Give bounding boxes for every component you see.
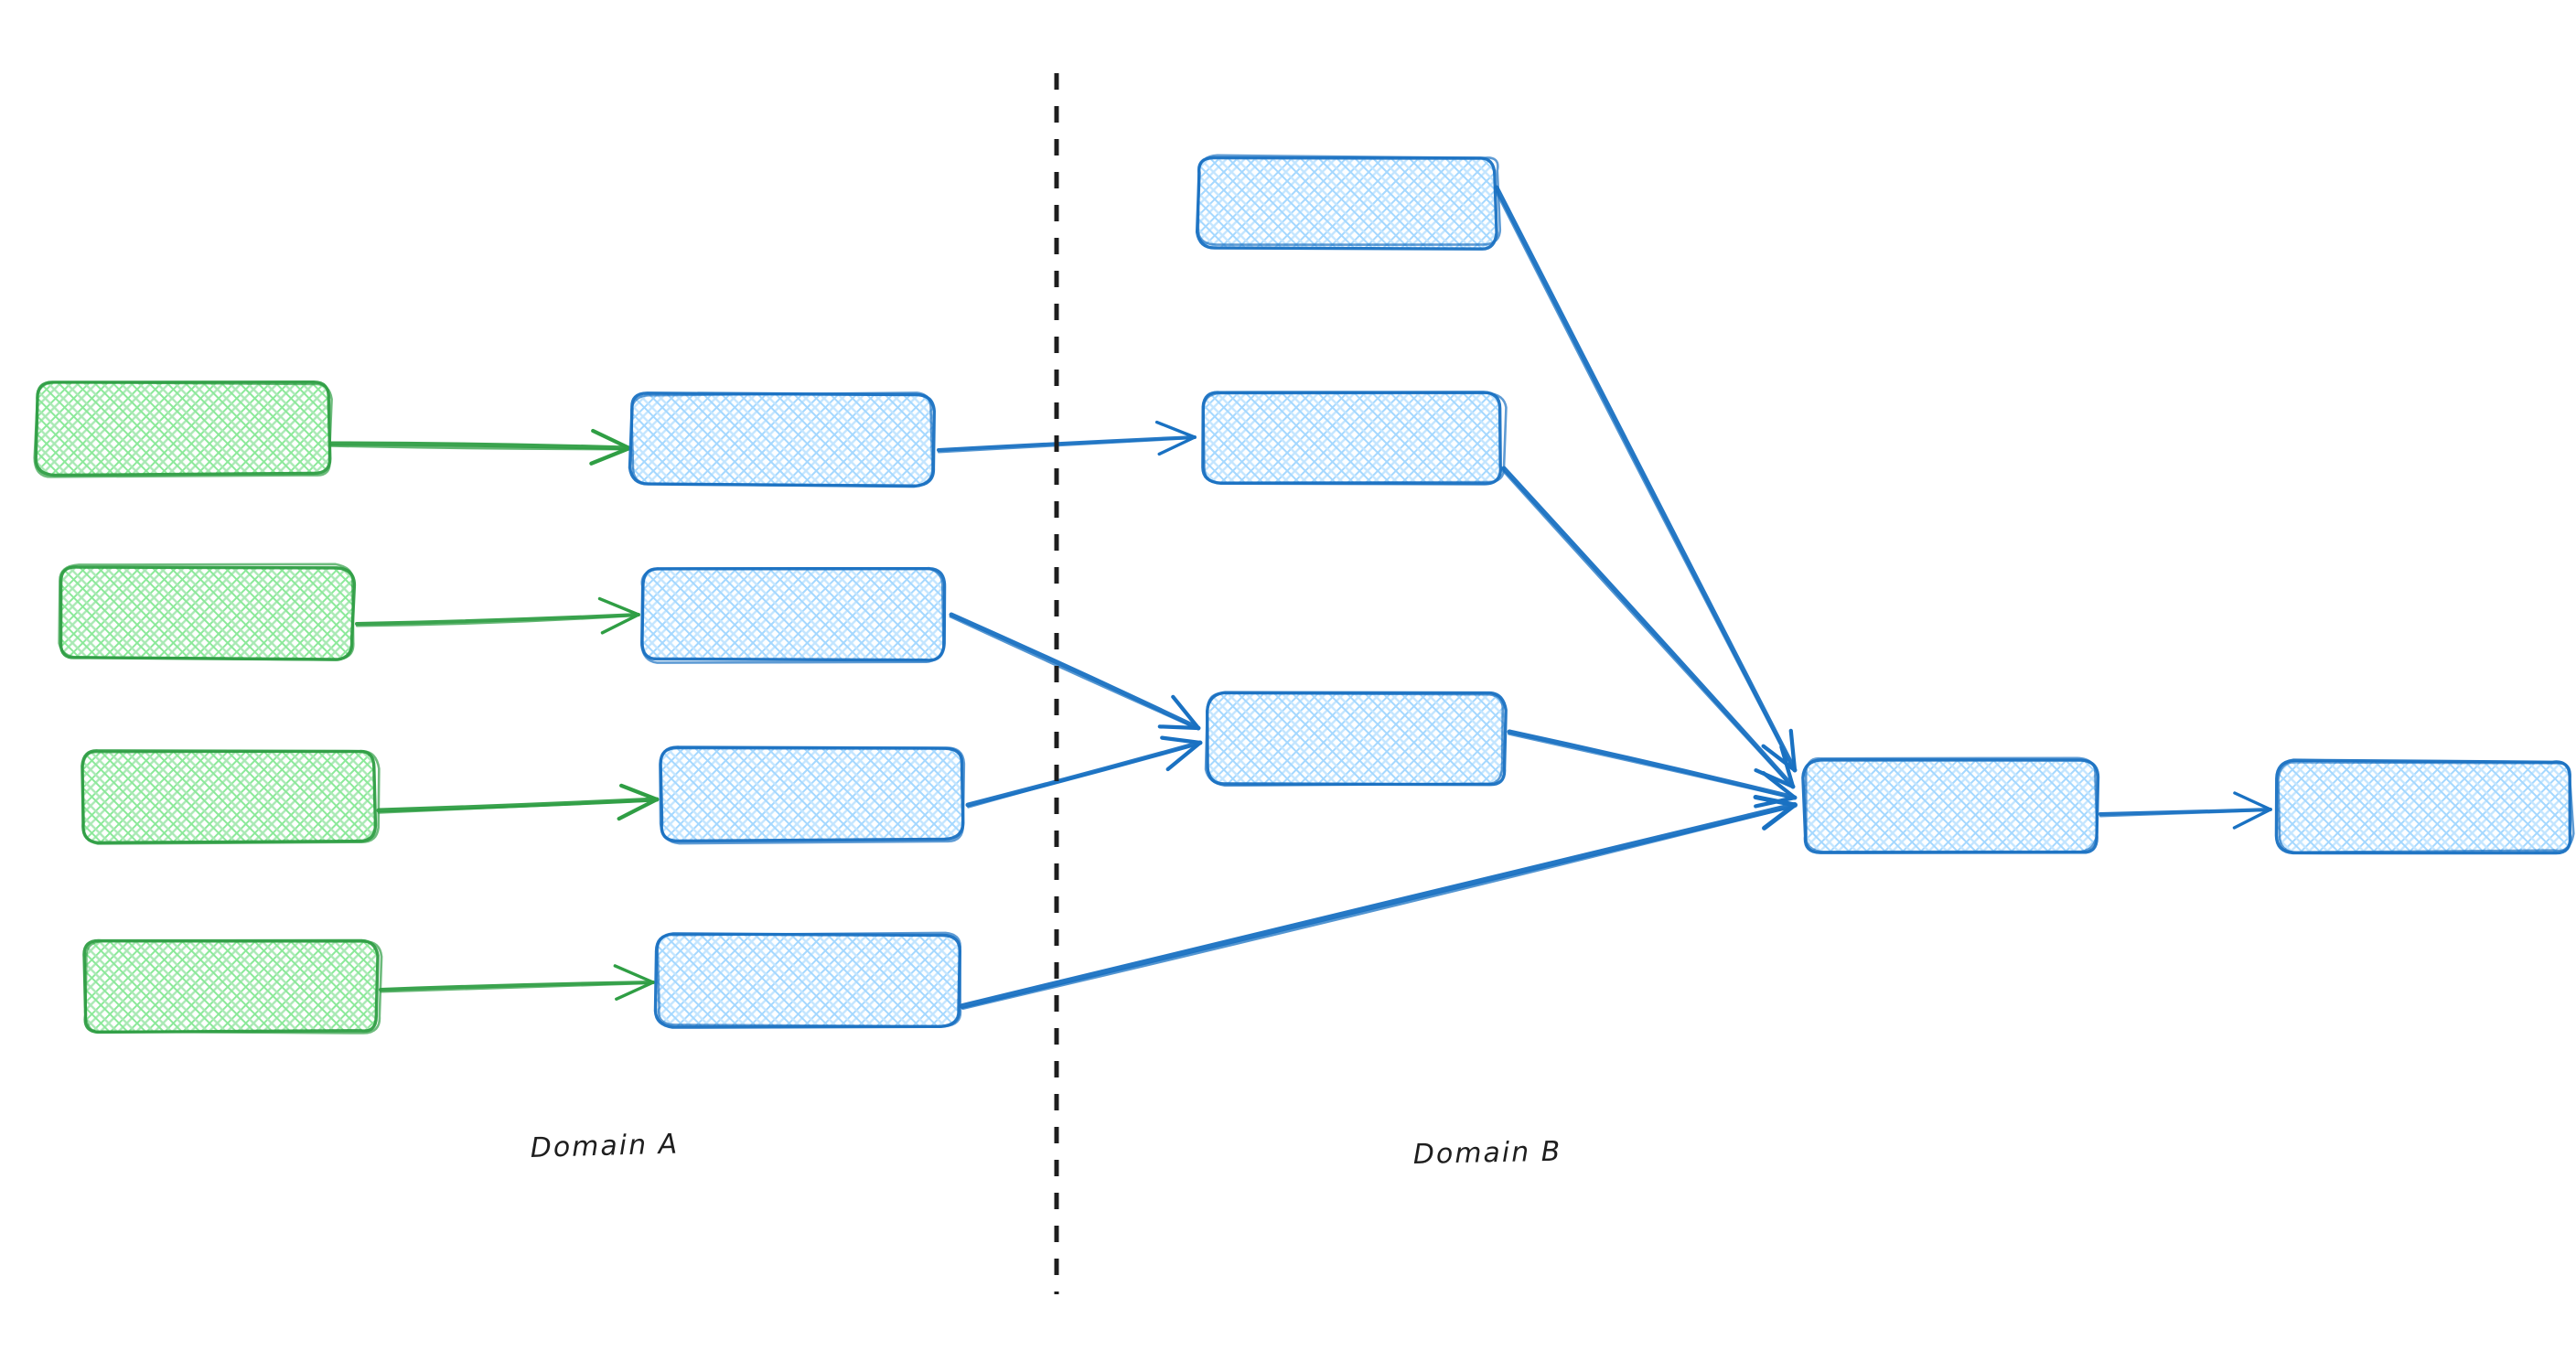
edge-e-b1-c2	[937, 420, 1197, 456]
node-b4[interactable]	[653, 931, 962, 1029]
edge-e-b4-m1	[960, 794, 1798, 1010]
node-a2[interactable]	[58, 563, 357, 661]
node-o1[interactable]	[2274, 758, 2575, 855]
edge-e-a4-b4	[379, 964, 655, 1001]
labels-layer: Domain A Domain B	[530, 1128, 1562, 1171]
node-a1[interactable]	[33, 381, 333, 478]
node-c2[interactable]	[1201, 391, 1508, 486]
edge-e-b3-c3	[965, 735, 1203, 809]
nodes-layer	[33, 154, 2575, 1034]
node-m1[interactable]	[1801, 756, 2100, 854]
node-a3[interactable]	[80, 749, 381, 845]
label-domain-a: Domain A	[530, 1128, 679, 1164]
label-domain-b: Domain B	[1412, 1136, 1562, 1171]
edge-e-m1-o1	[2098, 791, 2272, 830]
edge-e-a2-b2	[355, 596, 640, 635]
edge-e-b2-c3	[949, 612, 1201, 731]
edge-e-c3-m1	[1507, 729, 1798, 809]
node-b1[interactable]	[628, 391, 936, 488]
node-b3[interactable]	[659, 745, 966, 845]
node-a4[interactable]	[82, 938, 383, 1034]
edges-layer	[328, 185, 2272, 1010]
node-c3[interactable]	[1204, 691, 1508, 788]
node-c1[interactable]	[1195, 154, 1502, 251]
node-b2[interactable]	[640, 566, 947, 664]
edge-e-a3-b3	[376, 783, 660, 821]
edge-e-c1-m1	[1493, 185, 1798, 773]
edge-e-a1-b1	[328, 428, 632, 466]
